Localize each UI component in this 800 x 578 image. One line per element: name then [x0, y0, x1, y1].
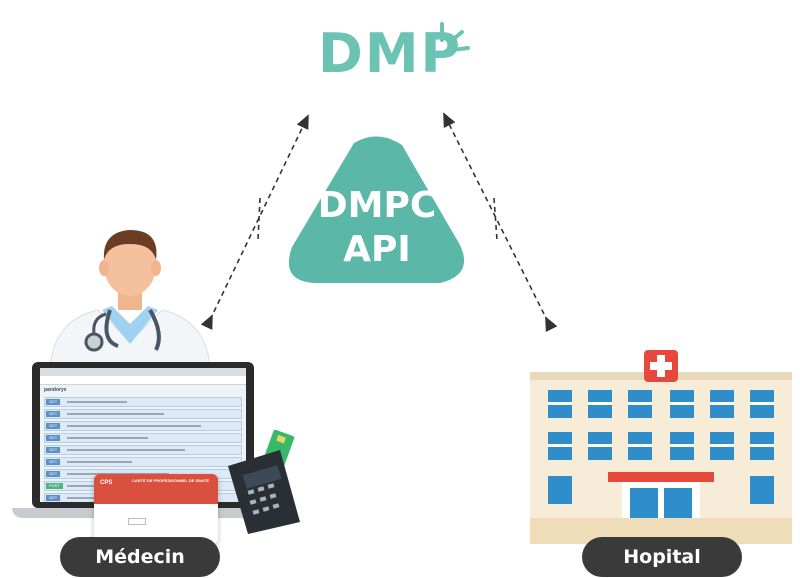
logo-spark-icon	[440, 22, 470, 52]
api-row-method: GET	[46, 411, 61, 417]
medecin-label: Médecin	[60, 537, 220, 577]
hospital-window-bar	[750, 402, 774, 405]
arrow-hopital-dmp	[443, 112, 558, 333]
hospital-window-bar	[750, 444, 774, 447]
hospital-window-bar	[628, 402, 652, 405]
hopital-label: Hopital	[582, 537, 742, 577]
api-row: GET	[44, 433, 242, 443]
hospital-door-left	[630, 488, 658, 518]
arrow-short-right	[493, 197, 498, 241]
browser-tabbar	[40, 368, 246, 376]
api-row: GET	[44, 457, 242, 467]
hospital-window	[750, 476, 774, 504]
cps-card-header: CPS CARTE DE PROFESSIONNEL DE SANTÉ	[94, 474, 218, 504]
doctor-illustration	[49, 230, 211, 367]
laptop-screen: pandoryx GETGETGETGETGETGETGETPOSTGETGET	[40, 368, 246, 502]
api-row-text	[67, 449, 185, 451]
api-title-line2: API	[343, 229, 411, 270]
api-row-text	[67, 401, 127, 403]
api-row-method: GET	[46, 471, 61, 477]
app-name: pandoryx	[44, 387, 67, 393]
api-row-method: GET	[46, 435, 61, 441]
api-row-method: GET	[46, 399, 61, 405]
api-row: GET	[44, 397, 242, 407]
api-row-text	[67, 461, 132, 463]
api-row-method: POST	[46, 483, 63, 489]
hospital-window-bar	[548, 402, 572, 405]
api-row-method: GET	[46, 423, 61, 429]
hospital-window	[548, 476, 572, 504]
hospital-illustration	[530, 350, 792, 544]
card-reader-illustration	[228, 430, 300, 534]
dmp-logo: DMP	[318, 18, 478, 88]
cps-card-field	[128, 518, 146, 525]
api-row-method: GET	[46, 447, 61, 453]
hospital-window-bar	[588, 444, 612, 447]
dmp-logo-text: DMP	[318, 22, 463, 85]
api-title-line1: DMPC	[317, 185, 437, 226]
api-row-text	[67, 425, 201, 427]
api-row: GET	[44, 421, 242, 431]
hospital-window-bar	[548, 444, 572, 447]
hospital-window-bar	[710, 444, 734, 447]
hospital-window-bar	[628, 444, 652, 447]
hospital-door-right	[664, 488, 692, 518]
arrow-short-left	[257, 197, 261, 241]
cps-badge: CPS	[100, 480, 113, 486]
hospital-canopy	[608, 472, 714, 482]
api-row-text	[67, 413, 164, 415]
dmpc-api-badge: DMPC API	[284, 135, 470, 291]
api-row-method: GET	[46, 495, 61, 501]
browser-addressbar	[40, 376, 246, 385]
api-row-method: GET	[46, 459, 61, 465]
hospital-window-bar	[710, 402, 734, 405]
hospital-window-bar	[588, 402, 612, 405]
api-row-text	[67, 437, 148, 439]
api-row: GET	[44, 445, 242, 455]
cps-title: CARTE DE PROFESSIONNEL DE SANTÉ	[132, 478, 210, 483]
hospital-window-bar	[670, 402, 694, 405]
cps-card: CPS CARTE DE PROFESSIONNEL DE SANTÉ	[94, 474, 218, 544]
hospital-window-bar	[670, 444, 694, 447]
api-row: GET	[44, 409, 242, 419]
api-blob-shape	[288, 136, 465, 283]
arrow-medecin-dmp	[200, 114, 309, 330]
api-row-list: GETGETGETGETGETGETGETPOSTGETGET	[40, 397, 246, 502]
